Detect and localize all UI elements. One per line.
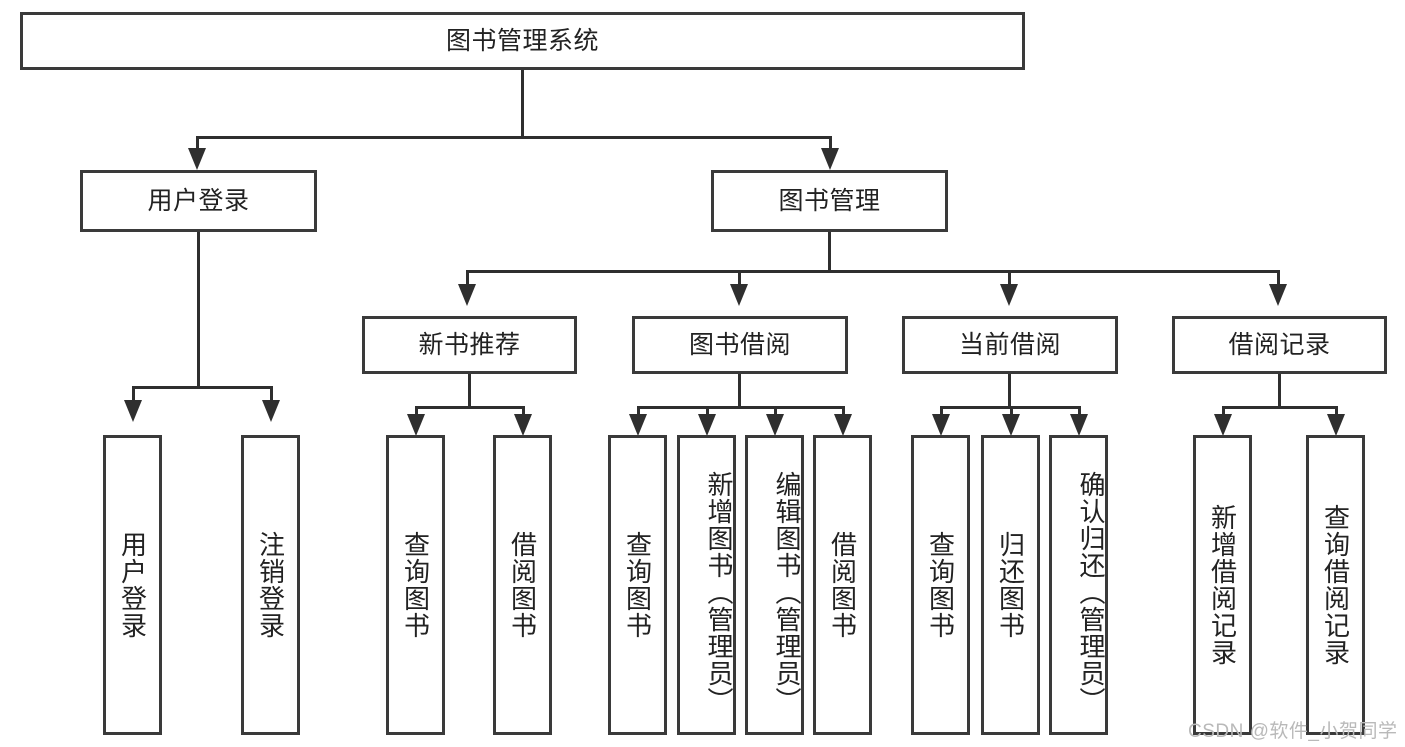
arrowhead-new-book-leaf-2 — [514, 414, 532, 436]
edge-new-book-bus — [415, 406, 525, 409]
arrowhead-book-borrow-leaf-1 — [629, 414, 647, 436]
node-borrow-record[interactable]: 借阅记录 — [1172, 316, 1387, 374]
edge-new-book-leaf-1 — [415, 406, 418, 420]
edge-bm-to-current-borrow — [1008, 270, 1011, 290]
edge-root-to-book-management — [829, 136, 832, 154]
leaf-confirm-return-admin[interactable]: 确认归还（管理员） — [1049, 435, 1108, 735]
edge-bm-to-book-borrow — [738, 270, 741, 290]
arrowhead-current-borrow-leaf-1 — [932, 414, 950, 436]
arrowhead-bm-to-new-book — [458, 284, 476, 306]
node-current-borrow[interactable]: 当前借阅 — [902, 316, 1118, 374]
leaf-borrow-book-recommend[interactable]: 借阅图书 — [493, 435, 552, 735]
arrowhead-new-book-leaf-1 — [407, 414, 425, 436]
edge-new-book-leaf-2 — [522, 406, 525, 420]
edge-current-borrow-trunk — [1008, 374, 1011, 408]
leaf-query-book-recommend[interactable]: 查询图书 — [386, 435, 445, 735]
leaf-add-book-admin[interactable]: 新增图书（管理员） — [677, 435, 736, 735]
leaf-user-login[interactable]: 用户登录 — [103, 435, 162, 735]
arrowhead-book-borrow-leaf-3 — [766, 414, 784, 436]
edge-book-borrow-leaf-1 — [637, 406, 640, 420]
leaf-query-borrow-record[interactable]: 查询借阅记录 — [1306, 435, 1365, 735]
edge-current-borrow-leaf-2 — [1010, 406, 1013, 420]
edge-user-login-to-leaf-2 — [270, 386, 273, 404]
leaf-logout-login[interactable]: 注销登录 — [241, 435, 300, 735]
edge-current-borrow-leaf-3 — [1078, 406, 1081, 420]
edge-root-bus — [196, 136, 832, 139]
leaf-edit-book-admin[interactable]: 编辑图书（管理员） — [745, 435, 804, 735]
arrowhead-borrow-record-leaf-2 — [1327, 414, 1345, 436]
edge-bm-to-borrow-record — [1277, 270, 1280, 290]
node-book-borrow[interactable]: 图书借阅 — [632, 316, 848, 374]
leaf-borrow-book[interactable]: 借阅图书 — [813, 435, 872, 735]
arrowhead-current-borrow-leaf-3 — [1070, 414, 1088, 436]
leaf-return-book[interactable]: 归还图书 — [981, 435, 1040, 735]
edge-borrow-record-leaf-1 — [1222, 406, 1225, 420]
edge-user-login-bus — [132, 386, 272, 389]
arrowhead-book-borrow-leaf-4 — [834, 414, 852, 436]
arrowhead-user-login-leaf-1 — [124, 400, 142, 422]
arrowhead-root-to-book-management — [821, 148, 839, 170]
edge-book-borrow-leaf-3 — [774, 406, 777, 420]
arrowhead-bm-to-current-borrow — [1000, 284, 1018, 306]
leaf-query-book-borrow[interactable]: 查询图书 — [608, 435, 667, 735]
edge-current-borrow-leaf-1 — [940, 406, 943, 420]
edge-book-management-bus — [466, 270, 1280, 273]
edge-bm-to-new-book — [466, 270, 469, 290]
leaf-query-book-current[interactable]: 查询图书 — [911, 435, 970, 735]
edge-book-borrow-bus — [637, 406, 845, 409]
node-root-book-management-system[interactable]: 图书管理系统 — [20, 12, 1025, 70]
edge-user-login-trunk — [197, 232, 200, 388]
node-book-management[interactable]: 图书管理 — [711, 170, 948, 232]
edge-user-login-to-leaf-1 — [132, 386, 135, 404]
node-user-login[interactable]: 用户登录 — [80, 170, 317, 232]
arrowhead-current-borrow-leaf-2 — [1002, 414, 1020, 436]
node-new-book-recommend[interactable]: 新书推荐 — [362, 316, 577, 374]
edge-borrow-record-trunk — [1278, 374, 1281, 408]
arrowhead-book-borrow-leaf-2 — [698, 414, 716, 436]
csdn-watermark: CSDN @软件_小贺同学 — [1188, 721, 1398, 742]
edge-root-to-user-login — [196, 136, 199, 154]
edge-borrow-record-bus — [1222, 406, 1338, 409]
arrowhead-root-to-user-login — [188, 148, 206, 170]
edge-book-management-trunk — [828, 232, 831, 272]
edge-book-borrow-leaf-4 — [842, 406, 845, 420]
arrowhead-user-login-leaf-2 — [262, 400, 280, 422]
leaf-add-borrow-record[interactable]: 新增借阅记录 — [1193, 435, 1252, 735]
edge-new-book-trunk — [468, 374, 471, 408]
edge-book-borrow-leaf-2 — [706, 406, 709, 420]
arrowhead-bm-to-borrow-record — [1269, 284, 1287, 306]
arrowhead-bm-to-book-borrow — [730, 284, 748, 306]
arrowhead-borrow-record-leaf-1 — [1214, 414, 1232, 436]
edge-book-borrow-trunk — [738, 374, 741, 408]
edge-root-trunk — [521, 70, 524, 138]
edge-borrow-record-leaf-2 — [1335, 406, 1338, 420]
